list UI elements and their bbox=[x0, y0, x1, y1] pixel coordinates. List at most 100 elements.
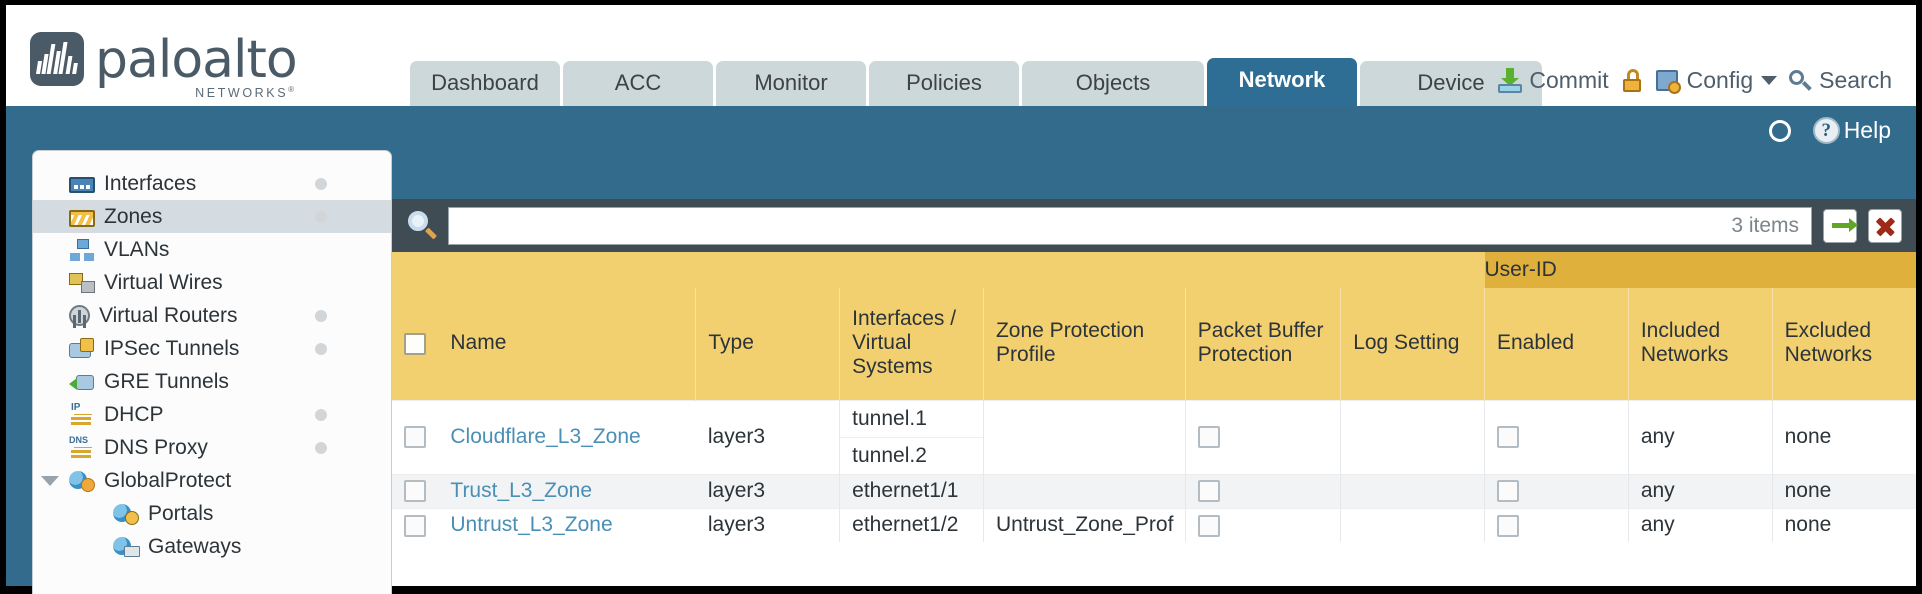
commit-icon bbox=[1497, 67, 1523, 94]
sidebar-item-gateways[interactable]: Gateways bbox=[33, 530, 391, 563]
sidebar-item-label: GRE Tunnels bbox=[104, 369, 229, 393]
userid-enabled-checkbox[interactable] bbox=[1497, 514, 1519, 537]
search-button[interactable]: Search bbox=[1787, 67, 1892, 94]
userid-enabled-checkbox[interactable] bbox=[1497, 480, 1519, 503]
lock-button[interactable] bbox=[1619, 68, 1645, 94]
column-header-row: Name Type Interfaces / Virtual Systems Z… bbox=[392, 288, 1916, 400]
column-header-zone-protection-profile[interactable]: Zone Protection Profile bbox=[982, 288, 1186, 400]
zone-name-link[interactable]: Untrust_L3_Zone bbox=[450, 513, 613, 537]
cell-name: Untrust_L3_Zone bbox=[438, 507, 696, 542]
sidebar-item-vlans[interactable]: VLANs bbox=[33, 233, 391, 266]
interface-item: tunnel.2 bbox=[852, 443, 927, 467]
tab-network[interactable]: Network bbox=[1207, 58, 1357, 106]
table-row[interactable]: Cloudflare_L3_Zone layer3 tunnel.1 tunne… bbox=[392, 399, 1916, 474]
select-all-header bbox=[392, 288, 439, 400]
cell-zone-protection-profile bbox=[982, 399, 1186, 474]
config-menu[interactable]: Config bbox=[1655, 67, 1778, 94]
sidebar-item-label: Zones bbox=[104, 204, 163, 228]
sidebar-item-globalprotect[interactable]: GlobalProtect bbox=[33, 464, 391, 497]
network-sidebar: Interfaces Zones VLANs Virtual Wires Vir… bbox=[32, 150, 392, 594]
cell-type: layer3 bbox=[695, 507, 840, 542]
tab-objects[interactable]: Objects bbox=[1022, 61, 1204, 106]
row-select-cell bbox=[392, 507, 439, 542]
cell-log-setting bbox=[1340, 473, 1485, 508]
cell-excluded-networks: none bbox=[1771, 473, 1916, 508]
table-row[interactable]: Trust_L3_Zone layer3 ethernet1/1 any non… bbox=[392, 473, 1916, 508]
row-checkbox[interactable] bbox=[404, 480, 427, 503]
lock-icon bbox=[1619, 68, 1645, 94]
refresh-icon[interactable] bbox=[1766, 118, 1796, 144]
zone-name-link[interactable]: Cloudflare_L3_Zone bbox=[450, 425, 641, 448]
sidebar-item-label: Interfaces bbox=[104, 171, 197, 195]
packet-buffer-protection-checkbox[interactable] bbox=[1197, 426, 1220, 449]
column-header-included-networks[interactable]: Included Networks bbox=[1627, 288, 1773, 400]
sidebar-status-dot bbox=[315, 309, 327, 322]
cell-included-networks: any bbox=[1627, 473, 1773, 508]
tab-policies[interactable]: Policies bbox=[869, 61, 1019, 106]
paloalto-logo-mark-icon bbox=[30, 31, 84, 86]
sidebar-item-virtual-wires[interactable]: Virtual Wires bbox=[33, 266, 391, 299]
column-header-log-setting[interactable]: Log Setting bbox=[1340, 288, 1485, 400]
search-icon bbox=[1787, 68, 1813, 94]
column-header-type[interactable]: Type bbox=[695, 288, 840, 400]
filter-search-input[interactable]: 3 items bbox=[448, 206, 1812, 245]
sidebar-item-label: VLANs bbox=[104, 237, 170, 261]
tab-monitor[interactable]: Monitor bbox=[716, 61, 866, 106]
clear-filter-button[interactable] bbox=[1868, 208, 1902, 243]
column-header-excluded-networks[interactable]: Excluded Networks bbox=[1771, 288, 1916, 400]
column-header-name[interactable]: Name bbox=[438, 288, 696, 400]
sidebar-status-dot bbox=[315, 177, 327, 190]
sidebar-item-label: IPSec Tunnels bbox=[104, 336, 240, 360]
sidebar-item-gre-tunnels[interactable]: GRE Tunnels bbox=[33, 365, 391, 398]
row-select-cell bbox=[392, 399, 439, 474]
tab-dashboard[interactable]: Dashboard bbox=[410, 61, 560, 106]
sidebar-item-label: Virtual Wires bbox=[104, 270, 223, 294]
row-checkbox[interactable] bbox=[404, 514, 427, 537]
help-link[interactable]: ? Help bbox=[1812, 117, 1891, 144]
select-all-checkbox[interactable] bbox=[404, 333, 427, 356]
item-count-label: 3 items bbox=[1731, 213, 1799, 237]
config-label: Config bbox=[1686, 67, 1754, 93]
zone-name-link[interactable]: Trust_L3_Zone bbox=[450, 479, 593, 502]
tab-acc[interactable]: ACC bbox=[563, 61, 713, 106]
interface-item: tunnel.1 bbox=[840, 401, 983, 438]
virtual-routers-icon bbox=[69, 305, 90, 326]
sidebar-item-virtual-routers[interactable]: Virtual Routers bbox=[33, 299, 391, 332]
group-header-row: User-ID bbox=[392, 252, 1916, 288]
search-icon[interactable] bbox=[406, 209, 440, 243]
vlans-icon bbox=[69, 238, 95, 261]
top-header-bar: paloalto NETWORKS® Dashboard ACC Monitor… bbox=[6, 5, 1916, 106]
sidebar-item-zones[interactable]: Zones bbox=[33, 200, 391, 233]
table-row[interactable]: Untrust_L3_Zone layer3 ethernet1/2 Untru… bbox=[392, 507, 1916, 542]
content-panel: 3 items Use bbox=[392, 199, 1916, 586]
row-select-cell bbox=[392, 473, 439, 508]
packet-buffer-protection-checkbox[interactable] bbox=[1197, 514, 1220, 537]
cell-interfaces: ethernet1/1 bbox=[839, 473, 984, 508]
sidebar-item-label: Gateways bbox=[148, 534, 242, 558]
sidebar-item-ipsec-tunnels[interactable]: IPSec Tunnels bbox=[33, 332, 391, 365]
green-arrow-icon bbox=[1831, 218, 1858, 232]
brand-tagline: NETWORKS® bbox=[195, 84, 297, 100]
table-body: Cloudflare_L3_Zone layer3 tunnel.1 tunne… bbox=[392, 399, 1916, 542]
sidebar-item-interfaces[interactable]: Interfaces bbox=[33, 167, 391, 200]
sidebar-item-dns-proxy[interactable]: DNS Proxy bbox=[33, 431, 391, 464]
commit-button[interactable]: Commit bbox=[1497, 67, 1609, 94]
filter-bar: 3 items bbox=[392, 199, 1916, 252]
sidebar-item-label: Portals bbox=[148, 501, 214, 525]
row-checkbox[interactable] bbox=[404, 426, 427, 449]
column-header-packet-buffer-protection[interactable]: Packet Buffer Protection bbox=[1184, 288, 1341, 400]
packet-buffer-protection-checkbox[interactable] bbox=[1197, 480, 1220, 503]
sidebar-item-dhcp[interactable]: DHCP bbox=[33, 398, 391, 431]
cell-type: layer3 bbox=[695, 473, 840, 508]
globalprotect-icon bbox=[69, 470, 95, 492]
sidebar-item-portals[interactable]: Portals bbox=[33, 497, 391, 530]
cell-userid-enabled bbox=[1484, 473, 1629, 508]
column-header-interfaces-virtual-systems[interactable]: Interfaces / Virtual Systems bbox=[839, 288, 984, 400]
cell-packet-buffer-protection bbox=[1184, 473, 1341, 508]
apply-filter-button[interactable] bbox=[1823, 208, 1858, 243]
userid-enabled-checkbox[interactable] bbox=[1497, 426, 1519, 449]
commit-label: Commit bbox=[1529, 67, 1609, 93]
column-header-enabled[interactable]: Enabled bbox=[1484, 288, 1629, 400]
chevron-down-icon[interactable] bbox=[41, 475, 59, 486]
